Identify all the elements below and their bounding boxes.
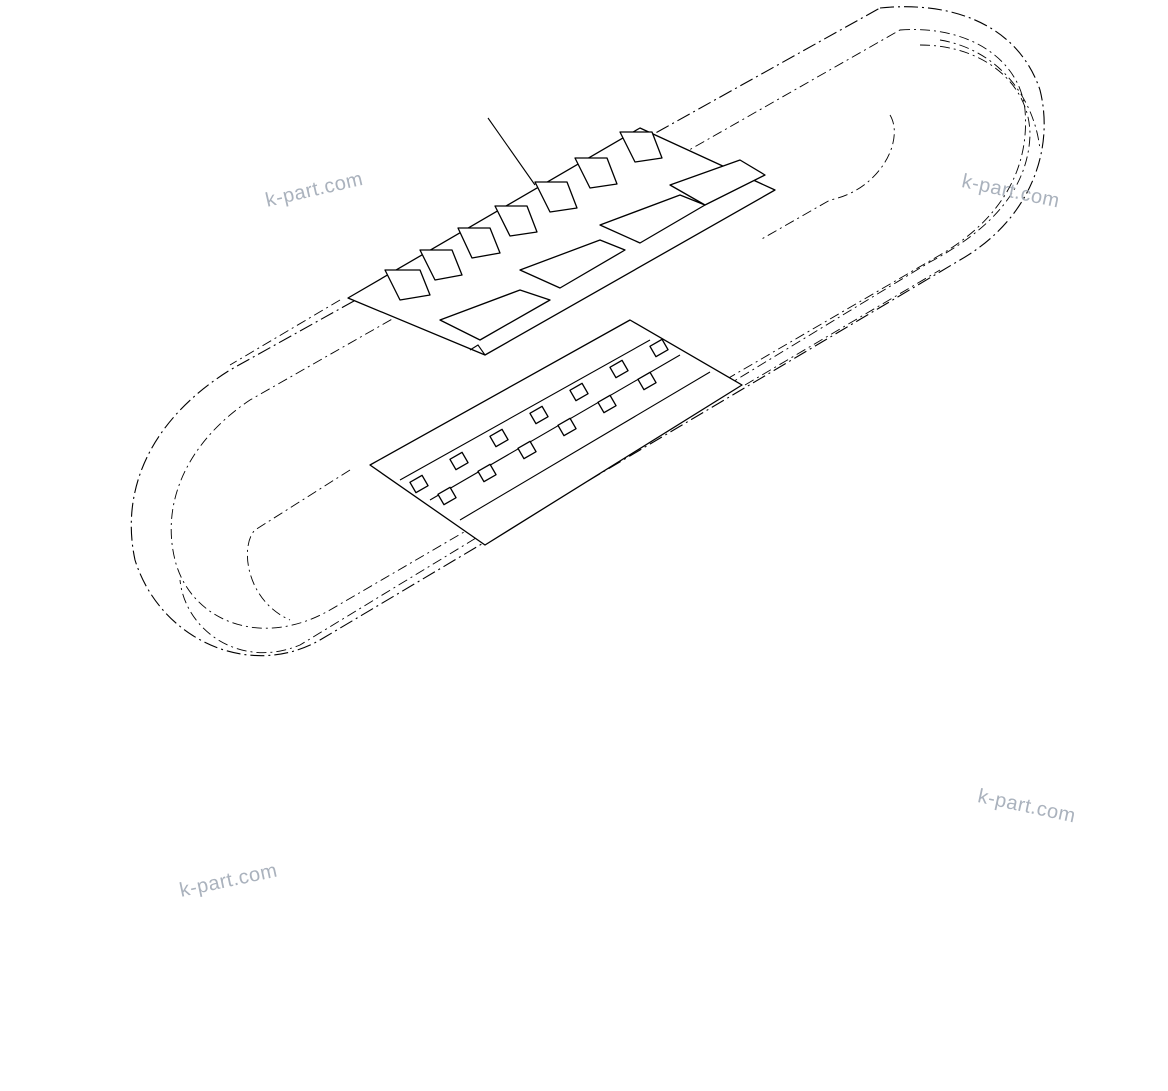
upper-track-segment xyxy=(347,117,776,356)
leader-line xyxy=(487,117,536,186)
lower-track-segment xyxy=(369,319,743,546)
track-loop-outline xyxy=(130,6,1045,657)
lower-teeth xyxy=(409,338,669,506)
upper-lugs xyxy=(384,131,766,341)
